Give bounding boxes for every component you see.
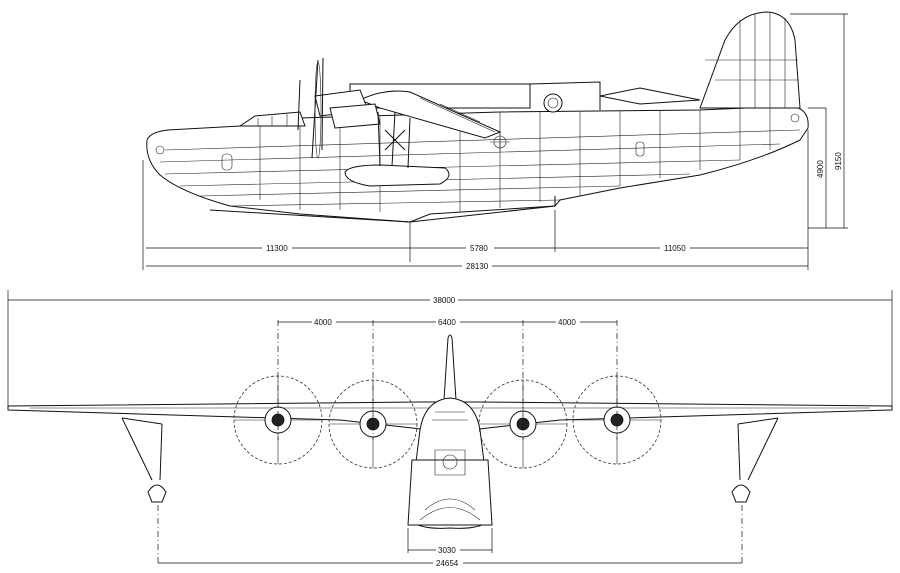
side-dim-total-height: 9150: [834, 152, 843, 170]
side-engines: [297, 57, 381, 159]
side-dim-hull-height: 4900: [816, 160, 825, 178]
side-dim-front: 11300: [266, 244, 288, 253]
front-wing-floats: [121, 417, 779, 503]
front-dim-prop-center: 6400: [438, 318, 456, 327]
front-dim-hull-width: 3030: [438, 546, 456, 555]
front-dim-prop-left: 4000: [314, 318, 332, 327]
side-view: [142, 11, 848, 270]
front-tail-fin: [443, 334, 457, 401]
front-dim-prop-right: 4000: [558, 318, 576, 327]
side-dim-rear: 11050: [664, 244, 686, 253]
front-view: [7, 290, 893, 566]
side-dim-middle: 5780: [470, 244, 488, 253]
side-dim-total-length: 28130: [466, 262, 489, 271]
front-dim-float-track: 24654: [436, 559, 459, 568]
side-wing: [358, 90, 502, 139]
front-dim-wingspan: 38000: [433, 296, 456, 305]
side-float: [344, 111, 450, 187]
